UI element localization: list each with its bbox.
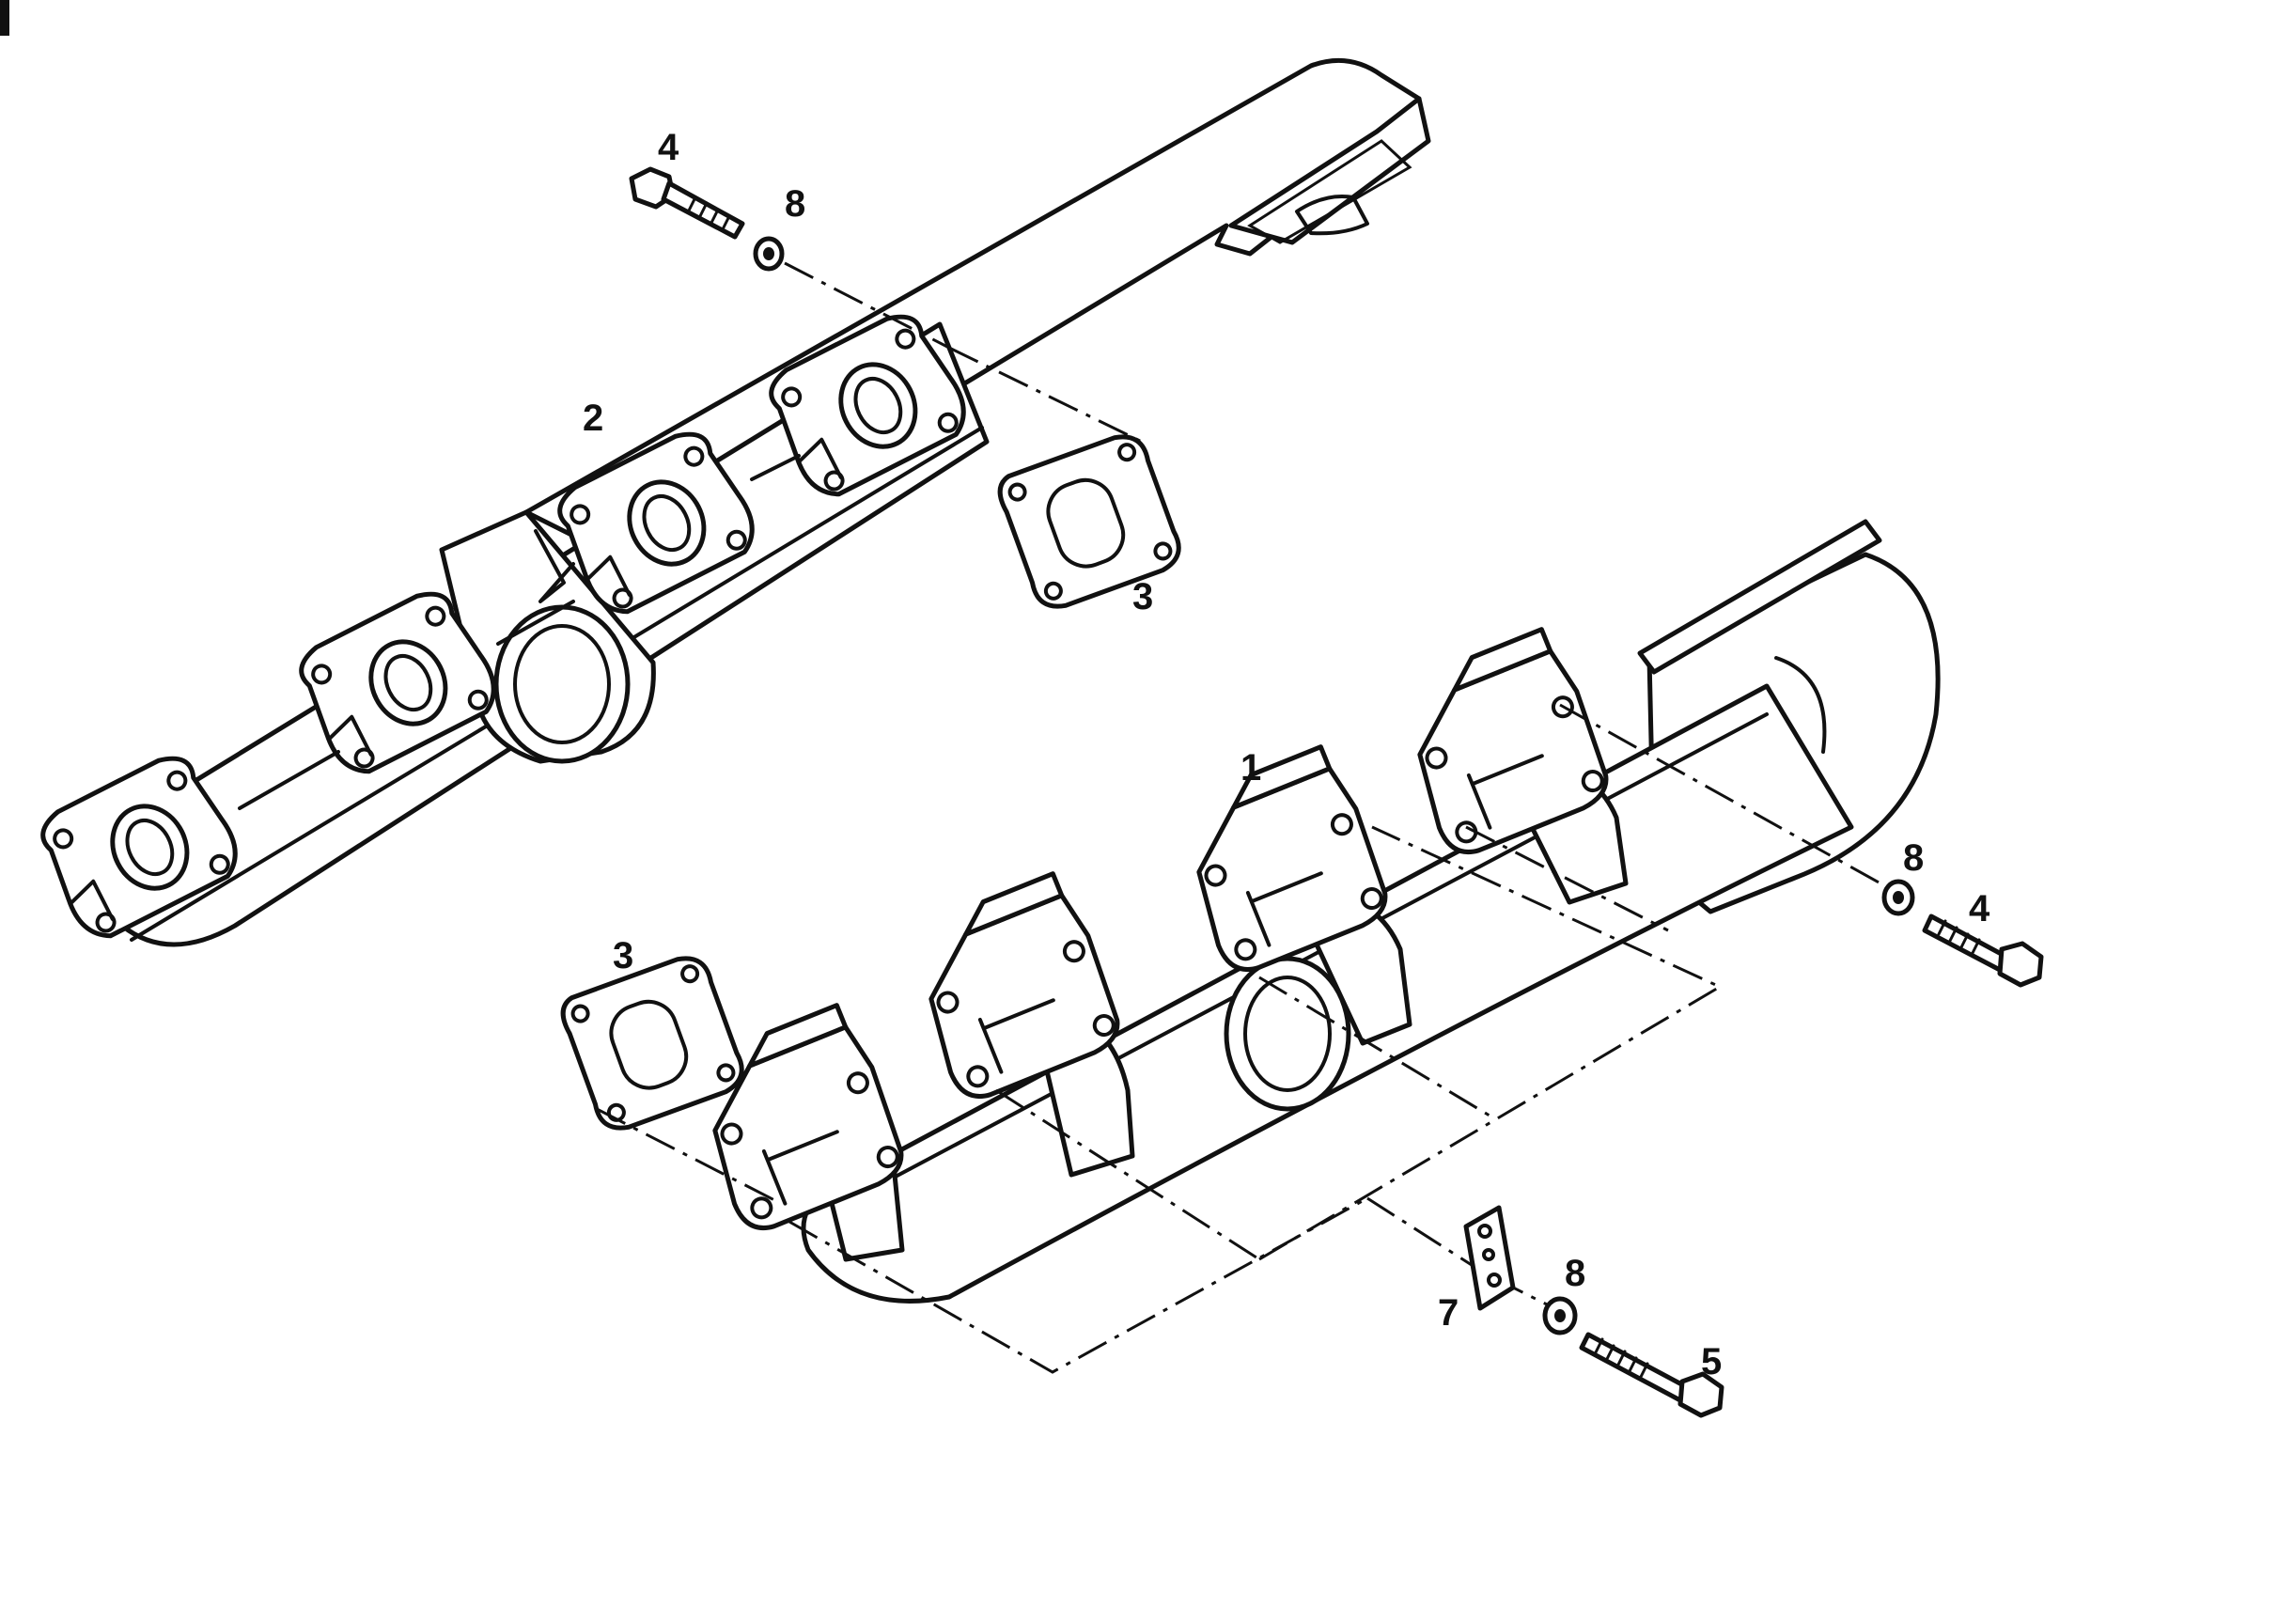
washer-right <box>1881 879 1915 916</box>
bolt-5 <box>1579 1332 1724 1418</box>
upper-flange-1 <box>40 756 238 939</box>
leader-upper-bolt <box>784 261 1143 444</box>
washer-upper <box>753 236 785 272</box>
callout-3-lower: 3 <box>613 935 633 976</box>
lower-exhaust-manifold <box>801 519 1941 1304</box>
callout-8-lower: 8 <box>1565 1253 1585 1294</box>
callout-4-upper: 4 <box>658 127 679 168</box>
callout-3-upper: 3 <box>1132 576 1153 617</box>
callout-5: 5 <box>1701 1341 1722 1382</box>
gasket-lower <box>560 956 744 1131</box>
bolt-upper <box>629 166 745 240</box>
corner-mark <box>0 0 9 36</box>
bracket-7 <box>1463 1205 1516 1311</box>
callout-1: 1 <box>1240 747 1261 789</box>
callout-4-right: 4 <box>1969 888 1990 929</box>
gasket-upper <box>997 434 1181 609</box>
leader-lines-lower <box>596 703 1890 1374</box>
callout-7: 7 <box>1438 1292 1459 1334</box>
upper-flange-4 <box>769 314 966 497</box>
bolt-right <box>1922 914 2044 988</box>
callout-2: 2 <box>583 398 603 439</box>
lower-flange-3 <box>1196 744 1388 972</box>
lower-flange-1 <box>712 1003 904 1230</box>
upper-flange-2 <box>299 591 496 774</box>
callout-8-right: 8 <box>1903 837 1924 879</box>
callout-8-upper: 8 <box>785 183 805 225</box>
lower-flange-4 <box>1417 627 1609 854</box>
upper-flange-3 <box>557 431 755 615</box>
lower-flange-2 <box>928 871 1120 1099</box>
washer-lower <box>1542 1296 1578 1335</box>
lower-manifold-outlet-flange <box>1637 519 1882 675</box>
